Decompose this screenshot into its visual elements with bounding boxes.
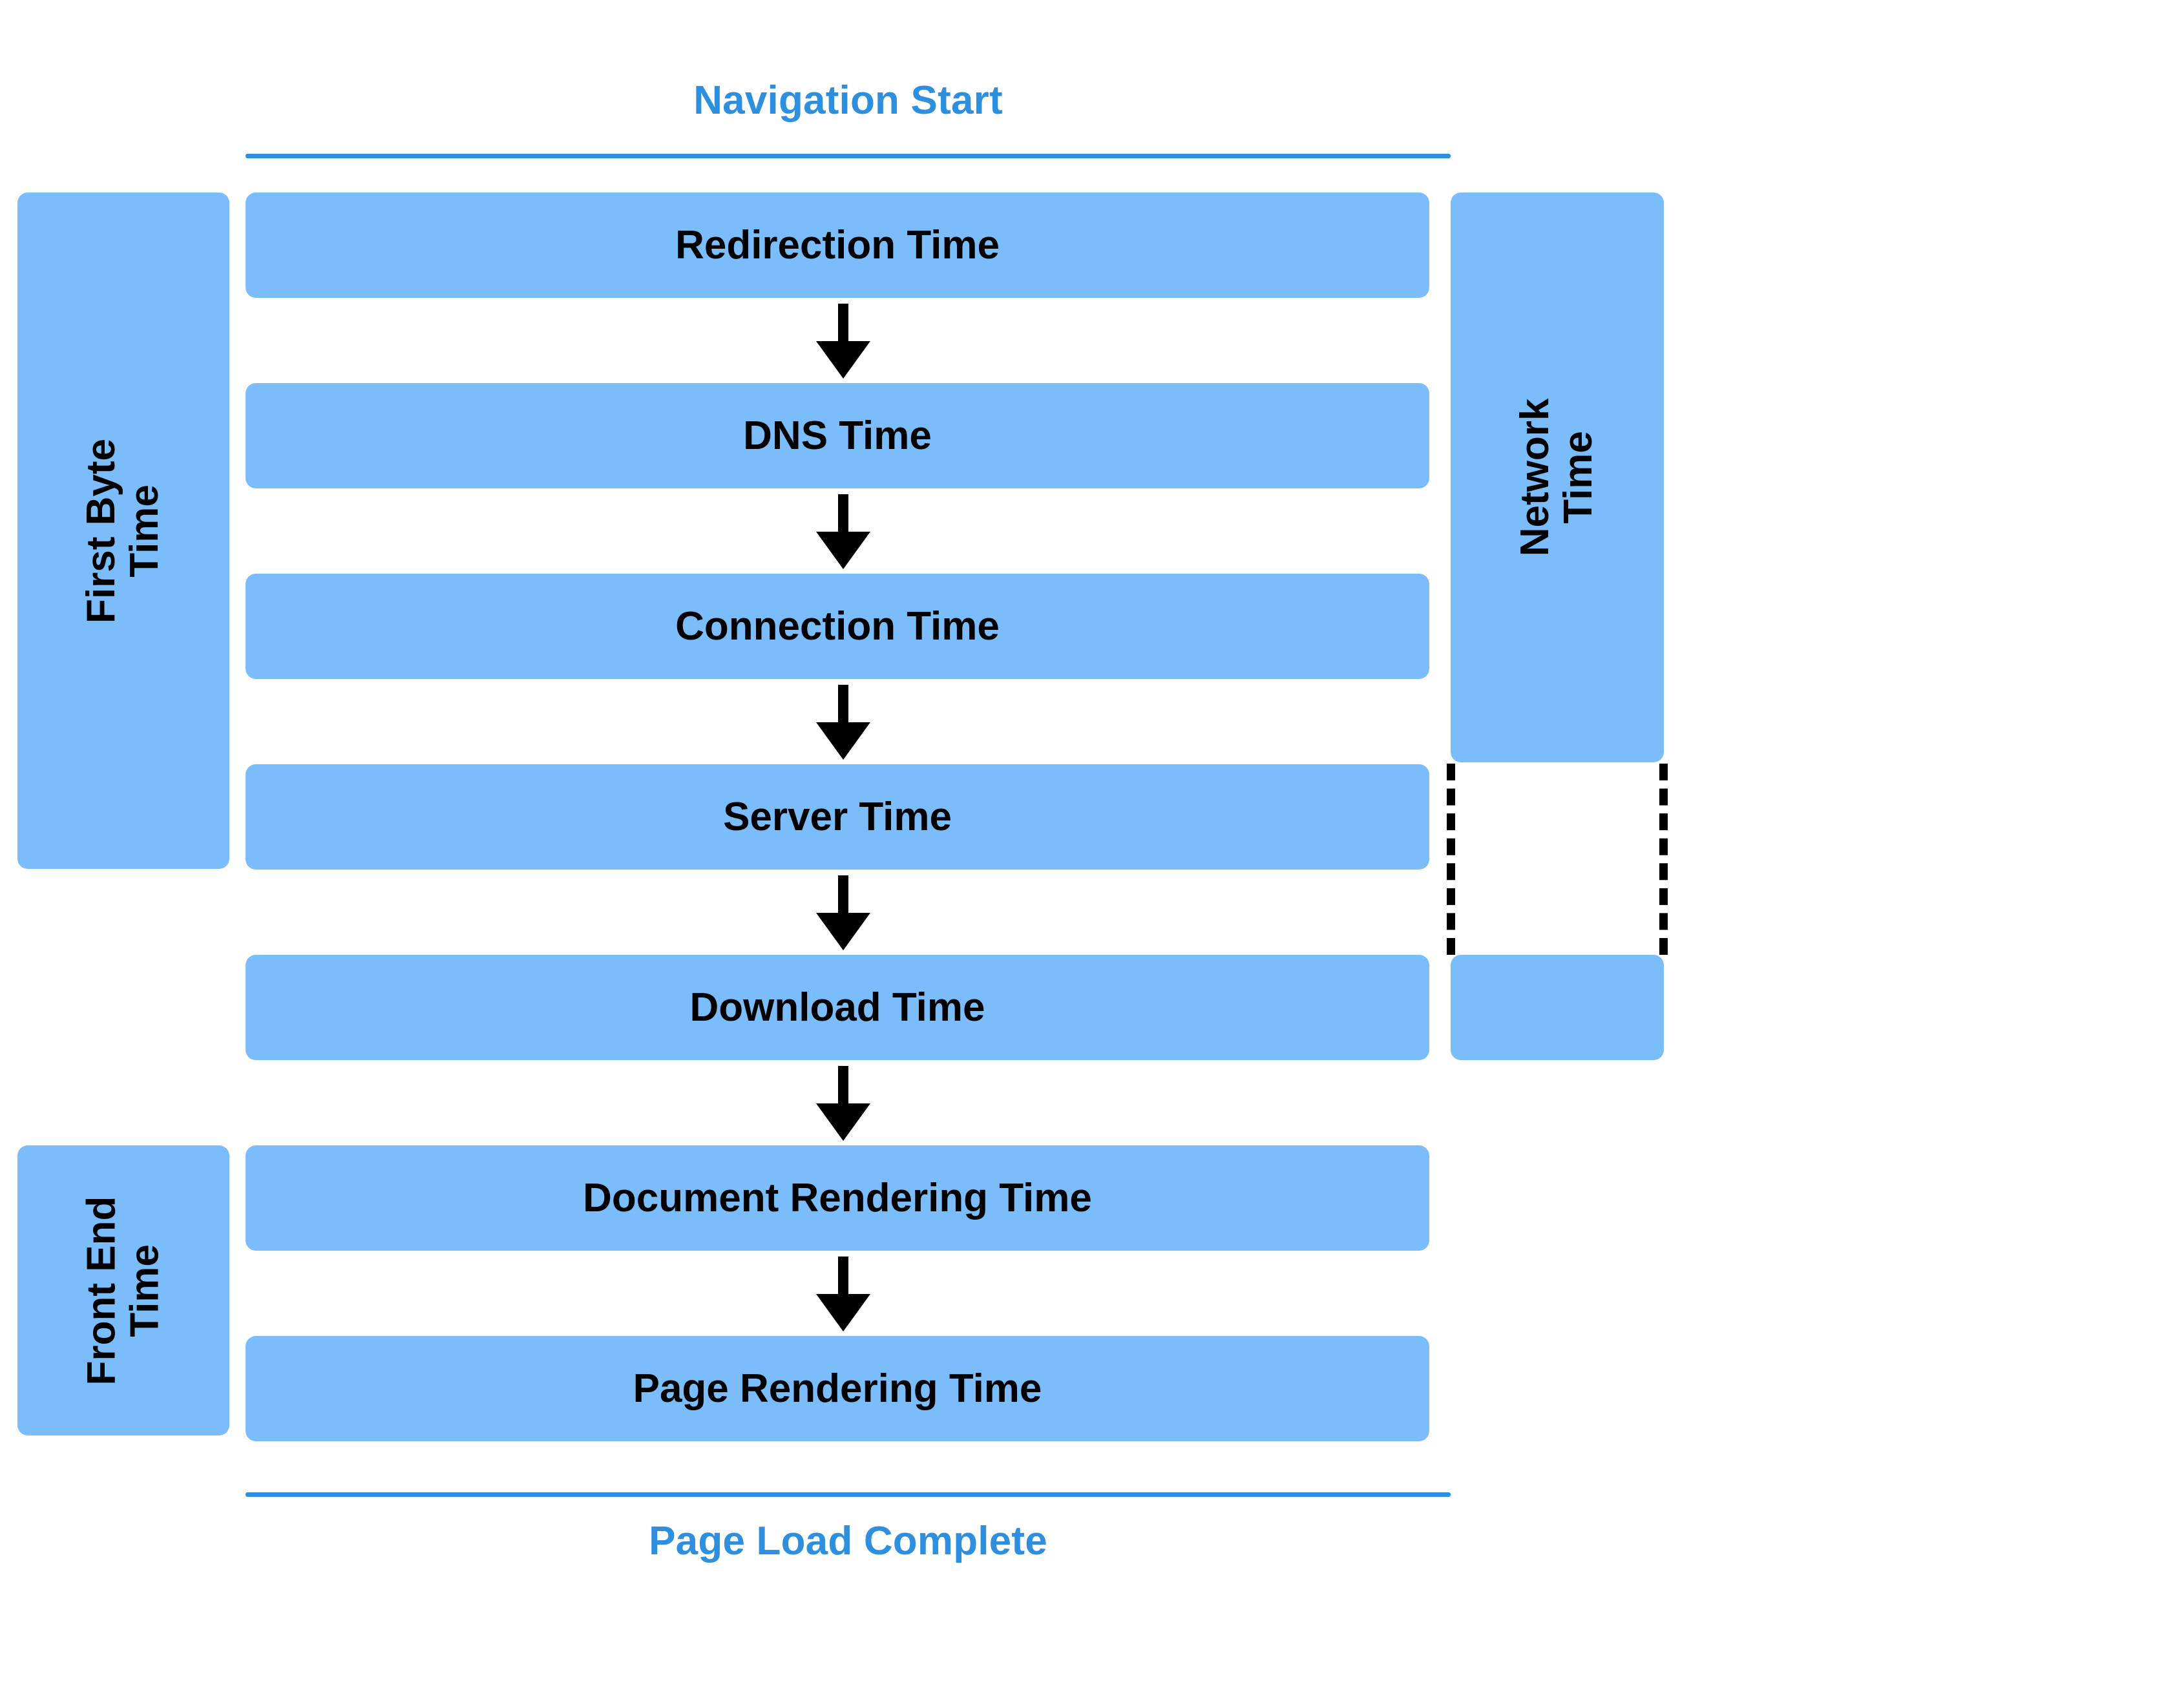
arrow-document-rendering-to-page-rendering [812, 1257, 874, 1331]
navigation-start-label: Navigation Start [693, 78, 1003, 123]
stage-bar-server-time-label: Server Time [723, 794, 952, 839]
page-load-complete-label: Page Load Complete [649, 1519, 1047, 1563]
stage-bar-download-time[interactable]: Download Time [246, 955, 1429, 1060]
stage-bar-document-rendering-time-label: Document Rendering Time [583, 1175, 1092, 1220]
group-first-byte-time-label: First Byte Time [79, 438, 167, 623]
stage-bar-page-rendering-time[interactable]: Page Rendering Time [246, 1336, 1429, 1441]
stage-bar-dns-time[interactable]: DNS Time [246, 383, 1429, 488]
arrow-redirection-to-dns [812, 304, 874, 379]
stage-bar-document-rendering-time[interactable]: Document Rendering Time [246, 1145, 1429, 1251]
stage-bar-dns-time-label: DNS Time [743, 413, 932, 458]
arrow-download-to-document-rendering [812, 1066, 874, 1141]
group-network-time-download-segment [1451, 955, 1664, 1060]
stage-bar-redirection-time-label: Redirection Time [675, 222, 1000, 267]
arrow-server-to-download [812, 875, 874, 950]
group-network-time-label: Network Time [1513, 398, 1601, 557]
stage-bar-download-time-label: Download Time [689, 985, 985, 1030]
stage-bar-page-rendering-time-label: Page Rendering Time [633, 1366, 1042, 1411]
page-load-complete-rule [246, 1492, 1451, 1497]
navigation-start-rule [246, 154, 1451, 158]
stage-bar-connection-time-label: Connection Time [675, 603, 1000, 649]
group-front-end-time-label: Front End Time [79, 1196, 167, 1385]
group-first-byte-time: First Byte Time [17, 193, 229, 869]
stage-bar-server-time[interactable]: Server Time [246, 764, 1429, 870]
stage-bar-connection-time[interactable]: Connection Time [246, 574, 1429, 679]
group-front-end-time: Front End Time [17, 1145, 229, 1435]
network-time-continuation-dashed-box [1447, 764, 1668, 955]
arrow-connection-to-server [812, 685, 874, 760]
stage-bar-redirection-time[interactable]: Redirection Time [246, 193, 1429, 298]
group-network-time: Network Time [1451, 193, 1664, 762]
arrow-dns-to-connection [812, 494, 874, 569]
